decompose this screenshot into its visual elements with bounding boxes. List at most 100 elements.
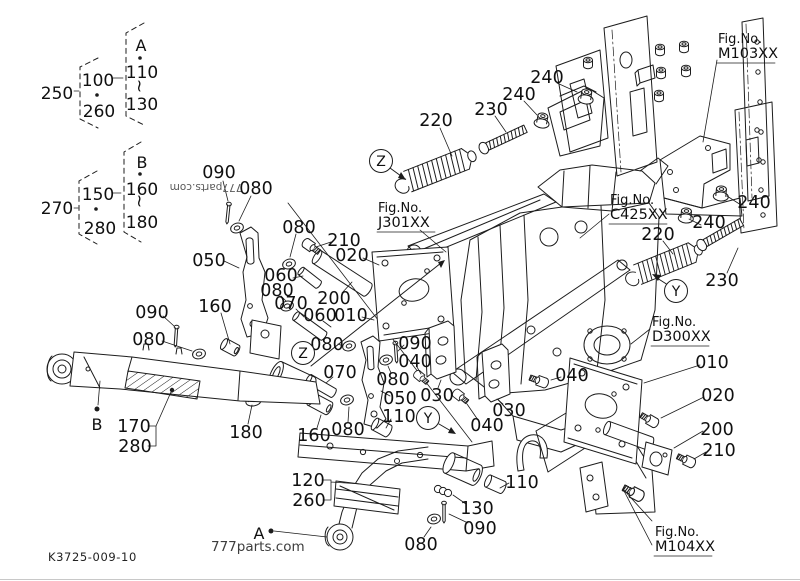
fig-ref-prefix: Fig.No. xyxy=(652,315,696,330)
view-marker-circle xyxy=(664,279,688,303)
legend-ref-letter-2: B xyxy=(137,153,148,172)
legend-ref-bottom-1: 130 xyxy=(126,95,158,115)
part-callout-130: 130 xyxy=(460,499,493,519)
view-marker-Z: Z xyxy=(369,149,393,173)
part-callout-040: 040 xyxy=(470,416,503,436)
fig-ref-prefix: Fig.No. xyxy=(610,193,654,208)
part-callout-080: 080 xyxy=(260,281,293,301)
fig-ref-C425XX: Fig.No.C425XX xyxy=(608,193,668,225)
fig-ref-prefix: Fig.No. xyxy=(718,32,762,47)
part-callout-030: 030 xyxy=(492,401,525,421)
fig-ref-prefix: Fig.No. xyxy=(655,525,699,540)
part-callout-080: 080 xyxy=(404,535,437,555)
point-marker-A: A xyxy=(254,524,265,543)
fig-ref-D300XX: Fig.No.D300XX xyxy=(650,315,711,347)
callout-layer: 2202302402402402402202300900800802100200… xyxy=(117,68,770,555)
view-marker-letter: Y xyxy=(423,411,433,427)
legend-ref-bottom-2: 180 xyxy=(126,213,158,233)
legend-brackets xyxy=(73,22,145,245)
part-callout-080: 080 xyxy=(282,218,315,238)
part-callout-230: 230 xyxy=(705,271,738,291)
viewmark-layer: Z Z Y Y xyxy=(291,149,688,430)
part-callout-240: 240 xyxy=(737,193,770,213)
fig-ref-M103XX: Fig.No.M103XX xyxy=(716,32,778,64)
legend-ref-top-2: 160 xyxy=(126,180,158,200)
part-callout-200: 200 xyxy=(317,289,350,309)
view-marker-letter: Z xyxy=(376,154,386,170)
part-callout-240: 240 xyxy=(502,85,535,105)
part-callout-080: 080 xyxy=(132,330,165,350)
figref-layer: Fig.No.M103XXFig.No.C425XXFig.No.J301XXF… xyxy=(376,32,778,557)
view-arrows xyxy=(310,167,669,434)
part-callout-020: 020 xyxy=(335,246,368,266)
part-callout-090: 090 xyxy=(135,303,168,323)
part-callout-240: 240 xyxy=(530,68,563,88)
leader-lines xyxy=(94,59,742,546)
view-marker-letter: Y xyxy=(671,284,681,300)
part-callout-030: 030 xyxy=(420,386,453,406)
fig-ref-J301XX: Fig.No.J301XX xyxy=(376,201,436,233)
part-callout-230: 230 xyxy=(474,100,507,120)
view-marker-Y: Y xyxy=(664,279,688,303)
fig-ref-code: J301XX xyxy=(377,215,430,231)
legend-ref-sep-2: ~ xyxy=(129,194,149,208)
part-callout-160: 160 xyxy=(198,297,231,317)
rear-frame-drawing xyxy=(547,15,778,234)
legend-ref-top-1: 110 xyxy=(126,63,158,83)
part-callout-040: 040 xyxy=(398,352,431,372)
part-callout-120: 120 xyxy=(291,471,324,491)
part-callout-110: 110 xyxy=(382,407,415,427)
part-callout-210: 210 xyxy=(702,441,735,461)
legend-range-bottom-1: 260 xyxy=(83,102,115,122)
part-callout-070: 070 xyxy=(323,363,356,383)
drawing-code: K3725-009-10 xyxy=(48,550,137,564)
legend-ref-letter-1: A xyxy=(136,36,147,55)
fig-ref-code: M104XX xyxy=(655,539,715,555)
part-callout-010: 010 xyxy=(695,353,728,373)
fig-ref-M104XX: Fig.No.M104XX xyxy=(653,525,715,557)
fig-ref-code: M103XX xyxy=(718,46,778,62)
legend-outer-2: 270 xyxy=(41,199,73,219)
legend-range-bottom-2: 280 xyxy=(84,219,116,239)
legend-ref-sep-1: ~ xyxy=(129,79,149,93)
part-callout-090: 090 xyxy=(398,334,431,354)
view-marker-circle xyxy=(416,406,440,430)
legend-range-top-2: 150 xyxy=(82,185,114,205)
part-callout-220: 220 xyxy=(641,225,674,245)
part-callout-050: 050 xyxy=(383,389,416,409)
point-marker-B: B xyxy=(92,415,103,434)
part-callout-200: 200 xyxy=(700,420,733,440)
part-callout-220: 220 xyxy=(419,111,452,131)
part-callout-210: 210 xyxy=(327,231,360,251)
part-callout-020: 020 xyxy=(701,386,734,406)
part-callout-260: 260 xyxy=(292,491,325,511)
part-callout-010: 010 xyxy=(334,306,367,326)
legend-range-top-1: 100 xyxy=(82,71,114,91)
link-plate-drawing xyxy=(219,202,473,443)
view-marker-Y: Y xyxy=(416,406,440,430)
fig-ref-prefix: Fig.No. xyxy=(378,201,422,216)
part-callout-070: 070 xyxy=(274,294,307,314)
part-callout-060: 060 xyxy=(303,306,336,326)
part-callout-110: 110 xyxy=(505,473,538,493)
view-marker-letter: Z xyxy=(298,346,308,362)
legend-outer-1: 250 xyxy=(41,84,73,104)
fig-ref-code: C425XX xyxy=(610,207,668,223)
part-callout-040: 040 xyxy=(555,366,588,386)
legend: 250 100 260 A 110 ~ 130 270 150 280 B 16… xyxy=(41,36,158,239)
view-marker-Z: Z xyxy=(291,341,315,365)
drawbar-frame-drawing xyxy=(297,357,698,551)
part-callout-080: 080 xyxy=(331,420,364,440)
part-callout-090: 090 xyxy=(463,519,496,539)
lower-link-arm-drawing xyxy=(46,343,321,405)
pointmark-layer: AB xyxy=(92,415,265,543)
part-callout-050: 050 xyxy=(192,251,225,271)
part-callout-170: 170 xyxy=(117,417,150,437)
part-callout-160: 160 xyxy=(297,426,330,446)
view-marker-circle xyxy=(369,149,393,173)
part-callout-060: 060 xyxy=(264,266,297,286)
part-callout-080: 080 xyxy=(239,179,272,199)
part-callout-180: 180 xyxy=(229,423,262,443)
